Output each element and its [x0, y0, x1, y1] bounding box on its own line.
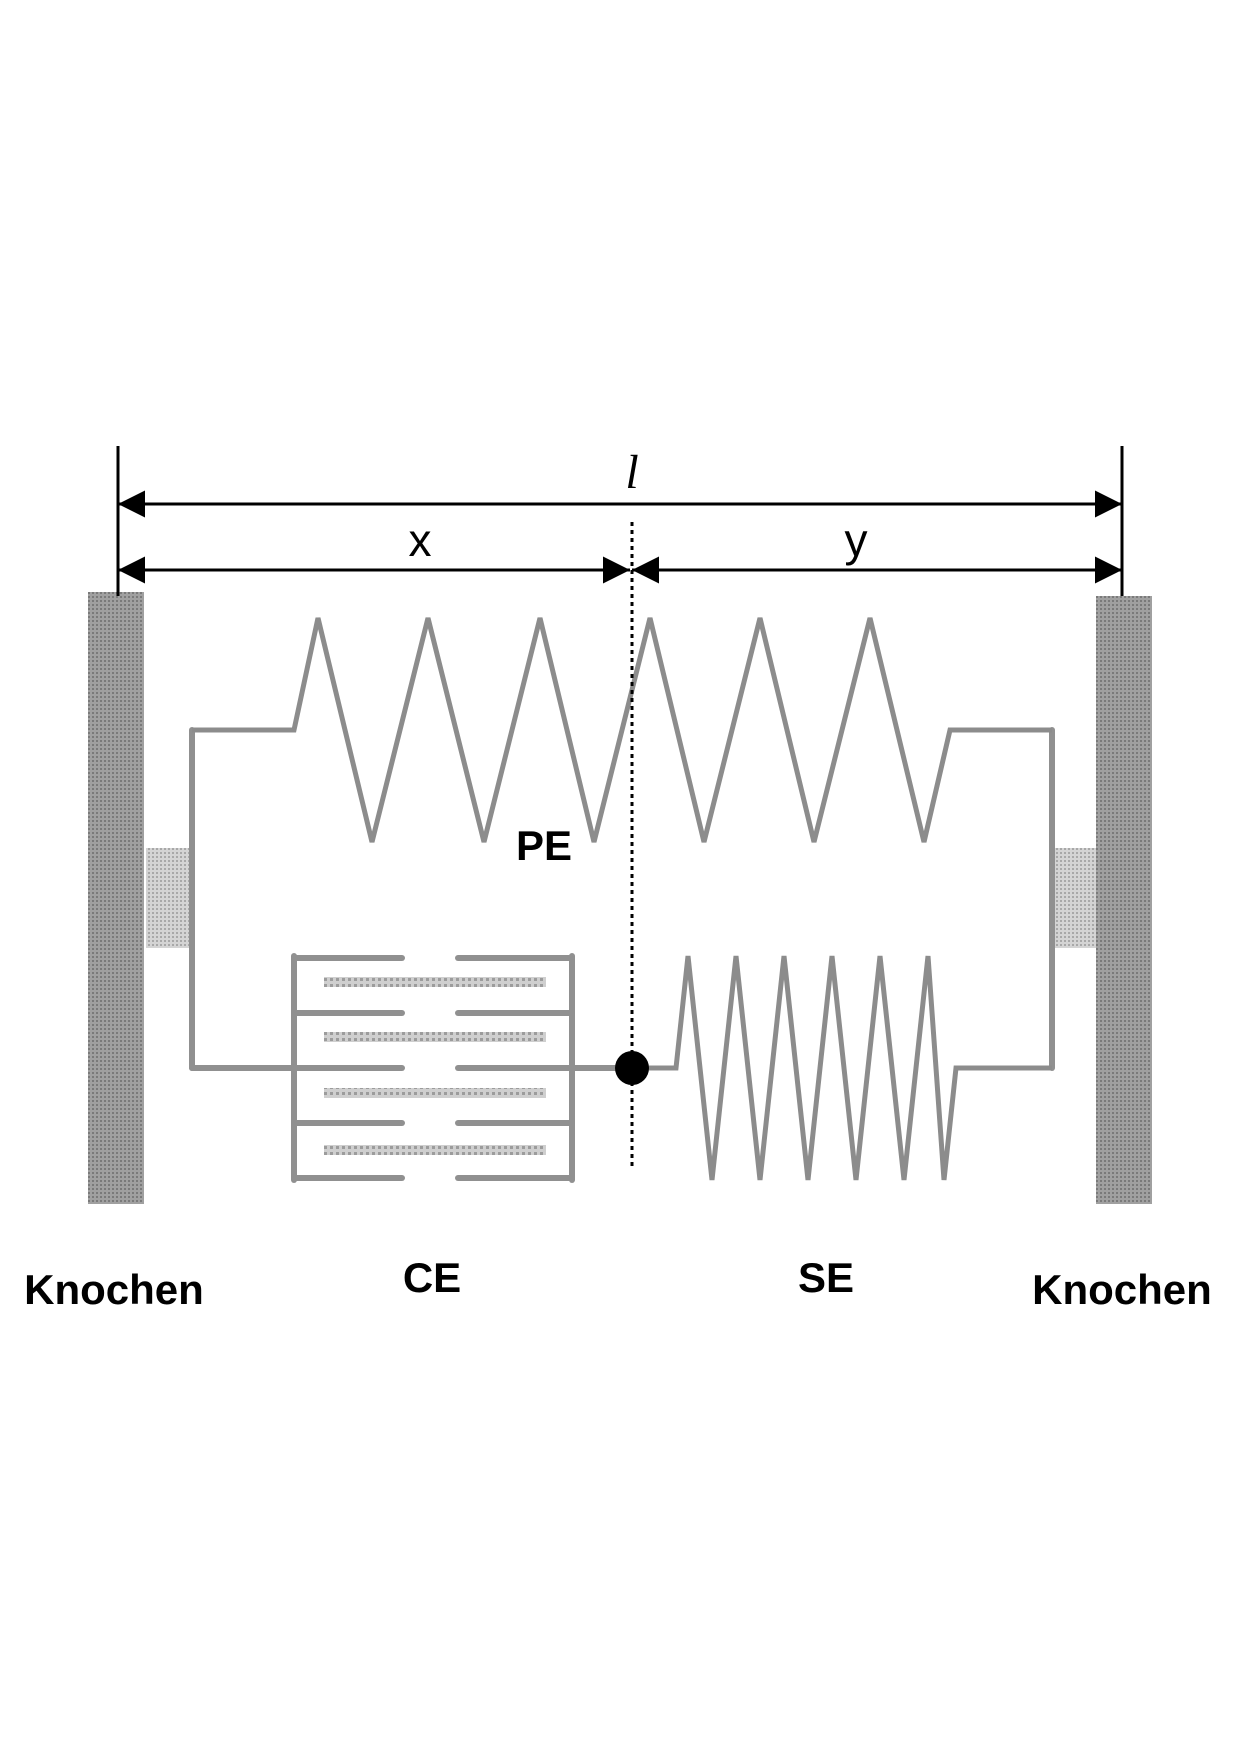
- junction-node: [615, 1051, 649, 1085]
- bone-right-bar: [1096, 596, 1152, 1204]
- bone-left-bar: [88, 592, 144, 1204]
- label-x: x: [409, 514, 432, 566]
- label-bone-left: Knochen: [24, 1266, 204, 1313]
- pe-spring: [192, 617, 1052, 843]
- tendon-left: [146, 848, 192, 948]
- label-se: SE: [798, 1254, 854, 1301]
- label-l: l: [625, 446, 638, 499]
- label-y: y: [845, 514, 868, 566]
- se-spring: [632, 955, 1052, 1181]
- tendon-right: [1052, 848, 1096, 948]
- label-bone-right: Knochen: [1032, 1266, 1212, 1313]
- label-ce: CE: [403, 1254, 461, 1301]
- ce-element: [189, 953, 635, 1183]
- label-pe: PE: [516, 822, 572, 869]
